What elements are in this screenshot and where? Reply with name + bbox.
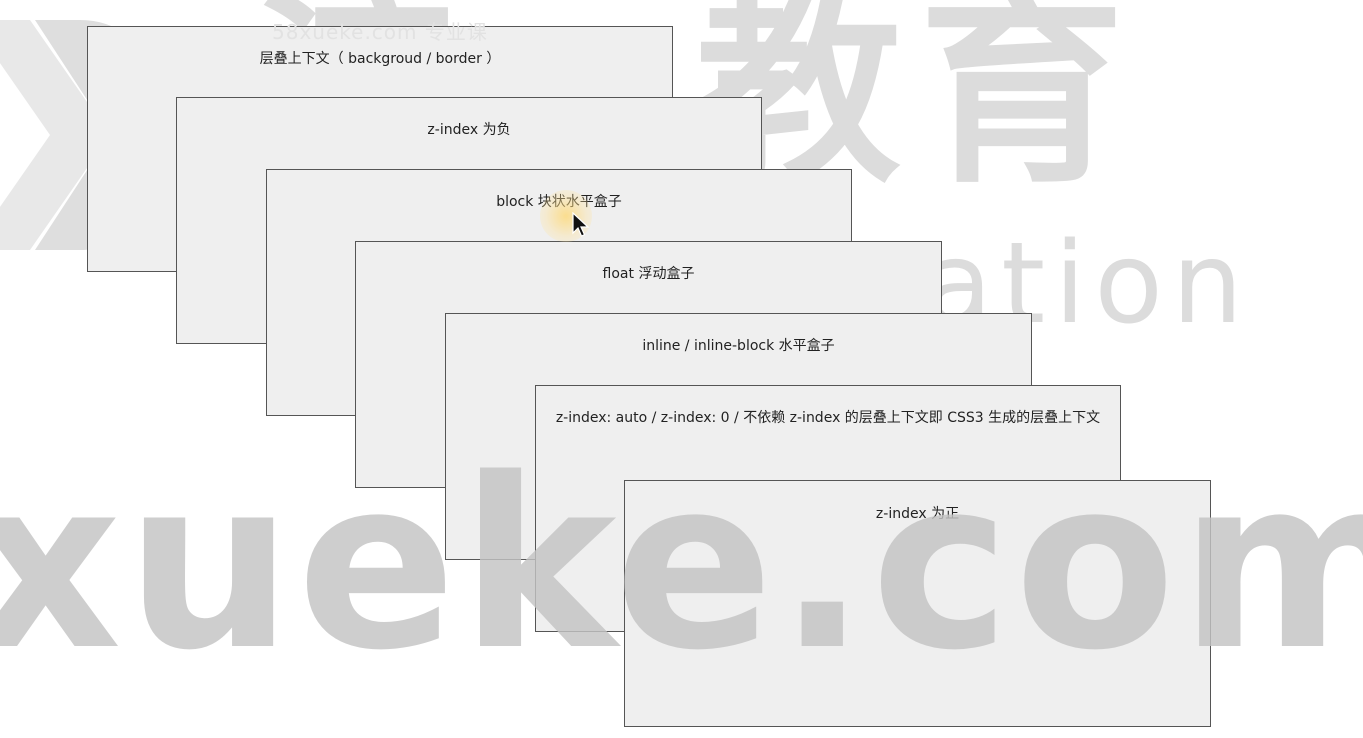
layer-label: z-index: auto / z-index: 0 / 不依赖 z-index… <box>555 410 1101 426</box>
layer-label: inline / inline-block 水平盒子 <box>642 338 835 354</box>
layer-label: float 浮动盒子 <box>602 266 695 282</box>
layer-label: z-index 为正 <box>875 506 960 522</box>
layer-box-positive-z-index: z-index 为正 <box>624 480 1211 727</box>
layer-label: z-index 为负 <box>427 122 511 138</box>
layer-label: 层叠上下文（ backgroud / border ） <box>259 51 501 67</box>
mouse-pointer-icon <box>572 211 590 238</box>
watermark-url-top: 58xueke.com 专业课 <box>272 20 488 44</box>
watermark-url-big: xueke.com <box>0 429 1363 702</box>
